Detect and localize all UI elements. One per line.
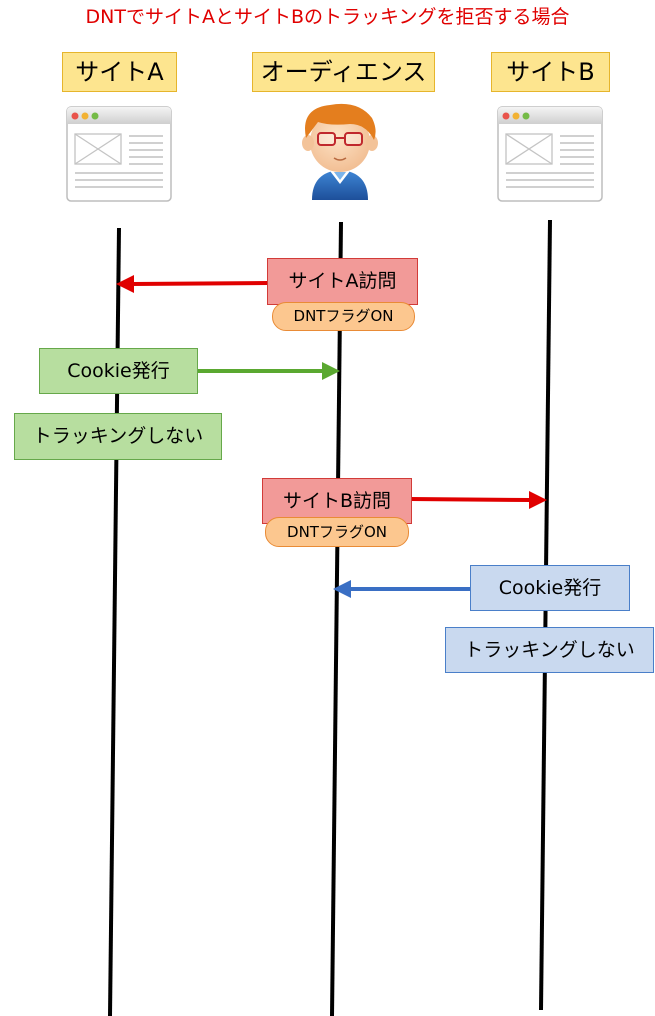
audience-lifeline <box>330 221 343 1016</box>
visit-a-message: サイトA訪問 <box>267 258 418 305</box>
no-tracking-b-note: トラッキングしない <box>445 627 654 673</box>
dnt-flag-b-badge: DNTフラグON <box>265 517 409 547</box>
visit-a-arrow <box>116 275 269 293</box>
no-tracking-a-note: トラッキングしない <box>14 413 222 460</box>
actor-site-a-label: サイトA <box>62 52 177 92</box>
dnt-flag-a-badge: DNTフラグON <box>272 302 415 331</box>
cookie-a-arrow <box>198 362 340 380</box>
browser-window-icon <box>66 106 172 202</box>
cookie-b-message: Cookie発行 <box>470 565 630 611</box>
person-with-glasses-icon <box>302 103 378 200</box>
visit-b-message: サイトB訪問 <box>262 478 412 524</box>
visit-b-arrow <box>409 491 547 509</box>
actor-site-b-label: サイトB <box>491 52 610 92</box>
cookie-a-message: Cookie発行 <box>39 348 198 394</box>
diagram-title: DNTでサイトAとサイトBのトラッキングを拒否する場合 <box>85 6 570 28</box>
actor-audience-label: オーディエンス <box>252 52 435 92</box>
cookie-b-arrow <box>333 580 470 598</box>
site-b-lifeline <box>539 219 552 1011</box>
browser-window-icon <box>497 106 603 202</box>
site-a-lifeline <box>108 227 121 1016</box>
